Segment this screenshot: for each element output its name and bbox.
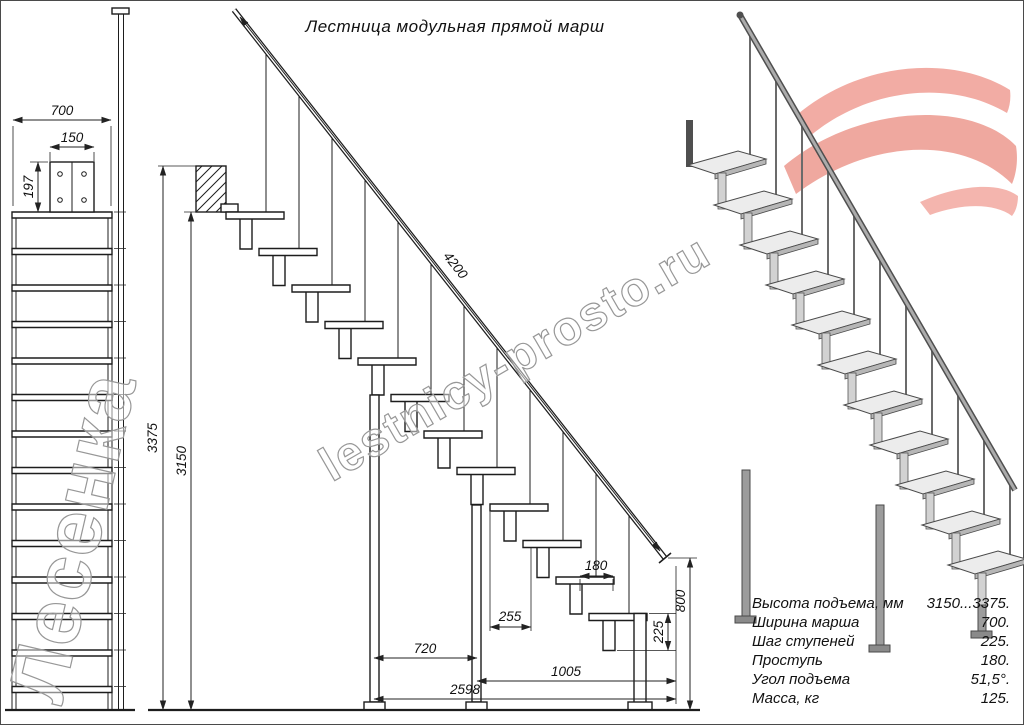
dim-flight-height: 3150 <box>174 445 189 476</box>
bolt-icon <box>57 171 63 177</box>
extension-lines-front <box>12 126 112 213</box>
spec-table: Высота подъема, мм 3150...3375. Ширина м… <box>751 595 1010 707</box>
watermark-brand: Лесенка <box>0 363 153 710</box>
bolt-icon <box>81 171 87 177</box>
logo-swoosh-small <box>920 186 1018 216</box>
logo-swoosh-upper <box>798 67 1011 136</box>
dim-total-height: 3375 <box>145 422 160 453</box>
dim-span-low: 1005 <box>551 664 582 679</box>
handrail-top-cap <box>111 7 130 15</box>
bolt-icon <box>81 197 87 203</box>
dim-tread-depth: 255 <box>498 609 522 624</box>
foot-plate <box>465 701 488 711</box>
hatching <box>195 165 227 213</box>
handrail-end-cap <box>658 552 672 564</box>
foot-plate-3d <box>734 615 757 624</box>
dim-line-4200 <box>239 16 661 552</box>
spec-label: Масса, кг <box>752 690 820 707</box>
support-leg <box>471 504 482 703</box>
steps-front <box>11 211 113 694</box>
foot-plate <box>627 701 653 711</box>
spec-value: 3150...3375. <box>927 595 1010 612</box>
spec-label: Шаг ступеней <box>752 633 855 650</box>
foot-plate <box>363 701 386 711</box>
bottom-newel <box>633 612 647 704</box>
stringer-rails-front <box>11 212 113 710</box>
brand-logo <box>784 67 1018 216</box>
dim-front-top-width: 150 <box>61 130 84 145</box>
baluster-ticks <box>114 211 126 687</box>
spec-value: 51,5°. <box>971 671 1010 688</box>
iso-view <box>686 11 1024 653</box>
spec-value: 225. <box>980 633 1010 650</box>
extension-lines-side <box>158 165 697 704</box>
foot-plate-3d <box>970 630 993 639</box>
spec-label: Проступь <box>752 652 823 669</box>
support-post-3d <box>741 469 751 619</box>
top-connector <box>220 203 239 213</box>
side-view: 3375 3150 4200 180 255 225 800 720 1005 … <box>145 8 700 712</box>
spec-label: Ширина марша <box>752 614 859 631</box>
dim-bottom-height: 800 <box>673 589 688 612</box>
handrail-3d-highlight <box>738 14 1017 491</box>
handrail-post-front <box>118 14 124 710</box>
dim-span-total: 2598 <box>449 682 481 697</box>
top-newel-3d <box>686 120 693 167</box>
spec-value: 125. <box>981 690 1010 707</box>
foot-plate-3d <box>868 644 891 653</box>
drawing-title: Лестница модульная прямой марш <box>305 17 605 36</box>
bolt-icon <box>57 197 63 203</box>
dim-front-width: 700 <box>51 103 74 118</box>
spec-label: Угол подъема <box>751 671 850 688</box>
spec-label: Высота подъема, мм <box>752 595 904 612</box>
dim-going: 180 <box>585 558 608 573</box>
balusters-3d <box>749 32 1011 557</box>
spec-value: 180. <box>981 652 1010 669</box>
logo-swoosh-lower <box>784 114 1017 194</box>
support-post-3d <box>875 504 885 648</box>
dim-front-top-height: 197 <box>21 175 36 198</box>
handrail-3d-cap <box>736 11 744 19</box>
spec-value: 700. <box>981 614 1010 631</box>
dim-span-mid: 720 <box>414 641 437 656</box>
dim-rise: 225 <box>651 620 666 644</box>
front-view: 700 150 197 <box>5 7 135 712</box>
